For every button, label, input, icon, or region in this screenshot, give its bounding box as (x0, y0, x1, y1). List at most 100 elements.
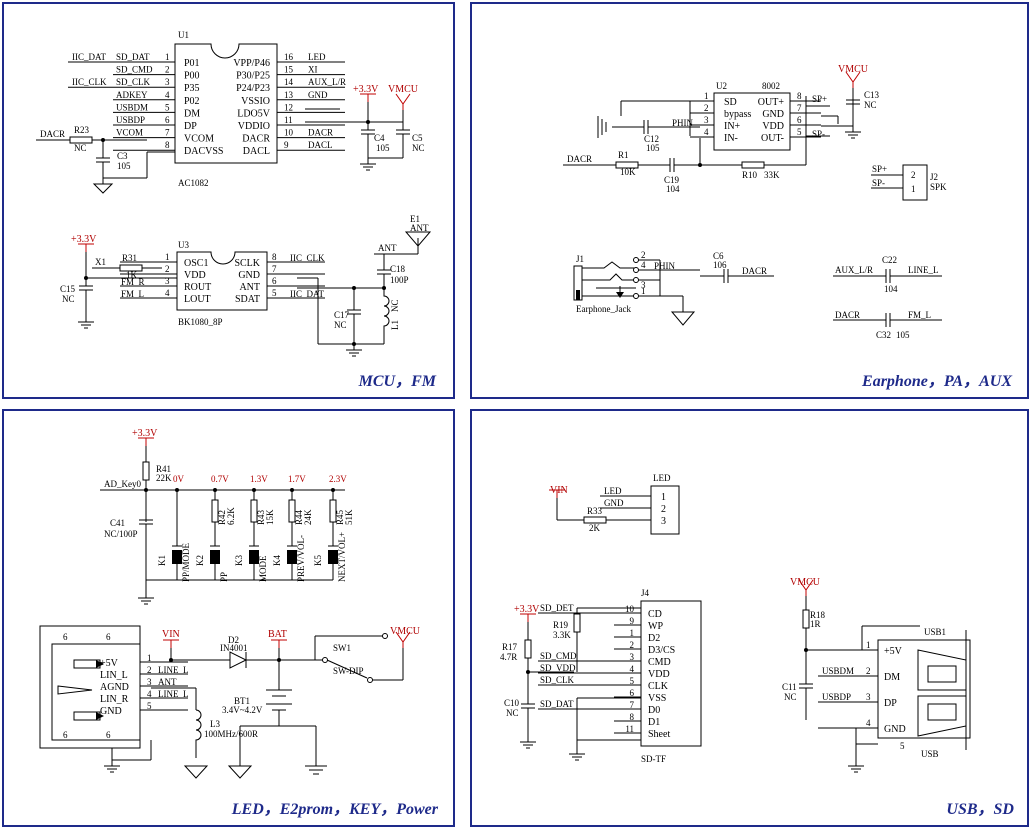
u2-pin-num: 8 (797, 91, 802, 101)
c22-val: 104 (884, 284, 898, 294)
j4-pin-name: CMD (648, 657, 671, 668)
u2-pin-num: 5 (797, 127, 802, 137)
u3-pin-name: VDD (184, 270, 206, 281)
r41-val: 22K (156, 473, 172, 483)
e1-val: ANT (410, 223, 429, 233)
u3-bk1080: U3 BK1080_8P 1OSC12VDD3ROUTFM_R4LOUTFM_L… (120, 240, 325, 327)
j4-rail-33: +3.3V (514, 604, 540, 615)
u2-pin-num: 3 (704, 115, 709, 125)
j4-pin-name: D0 (648, 705, 660, 716)
u1-pin-net: DACL (308, 140, 333, 150)
r18-ref: R18 (810, 610, 826, 620)
u1-supply-network: +3.3V VMCU C4 105 C5 NC (305, 84, 425, 171)
u2-part: 8002 (762, 81, 780, 91)
u3-rail-33: +3.3V (71, 234, 97, 245)
u3-ref: U3 (178, 240, 189, 250)
l1-val: NC (390, 299, 400, 312)
panel-usb-frame (470, 409, 1029, 827)
u1-pin-ext-net: IIC_DAT (72, 52, 106, 62)
c41-val: NC/100P (104, 529, 138, 539)
u1-pin-name: P35 (184, 83, 200, 94)
j4-pin-num: 3 (630, 652, 635, 662)
key-switch-label: PREV/VOL- (296, 535, 306, 582)
u1-pin-num: 14 (284, 77, 294, 87)
u1-pin-name: DACVSS (184, 146, 223, 157)
fm-antenna-network: C17 NC L1 NC C18 100P ANT E1 ANT (297, 214, 432, 357)
l3-ref: L3 (210, 719, 220, 729)
panel-mcu-title: MCU，FM (358, 373, 437, 390)
u3-pin-num: 5 (272, 288, 277, 298)
j3-pin-num: 3 (147, 677, 152, 687)
j4-pin-net: SD_CMD (540, 651, 577, 661)
u1-pin-num: 13 (284, 90, 294, 100)
u2-pin-name: SD (724, 97, 737, 108)
u3-pin-name: LOUT (184, 294, 211, 305)
j4-pin-num: 7 (630, 700, 635, 710)
led-pin-net: LED (604, 486, 622, 496)
u1-pin-name: DP (184, 121, 197, 132)
panel-mcu-frame (2, 2, 455, 399)
u3-pin-net: FM_L (121, 289, 144, 299)
c17-ref: C17 (334, 310, 350, 320)
usb-pin-net: USBDP (822, 692, 851, 702)
c22-coupling: AUX_L/R LINE_L C22 104 (833, 255, 942, 294)
j4-pin-num: 11 (625, 724, 634, 734)
c12-ref: C12 (644, 134, 659, 144)
u3-pin-net: FM_R (121, 277, 145, 287)
j3-pin-name: AGND (100, 682, 129, 693)
u2-pin-name: OUT- (761, 133, 784, 144)
c19-ref: C19 (664, 175, 680, 185)
adkey-net: AD_Key0 (104, 479, 141, 489)
u3-pin-net: IIC_DAT (290, 289, 324, 299)
j3-pin-num: 5 (147, 701, 152, 711)
bt1-ref: BT1 (234, 696, 250, 706)
panel-key-title: LED，E2prom，KEY，Power (231, 801, 439, 818)
j2-body (902, 164, 928, 201)
r23-net: DACR (40, 129, 65, 139)
usb-pin-name: GND (884, 724, 906, 735)
u1-vcom-network: DACR R23 NC C3 105 (36, 125, 175, 194)
j1-val: Earphone_Jack (576, 304, 631, 314)
u1-pin-num: 3 (165, 77, 170, 87)
r1-net: DACR (567, 154, 592, 164)
u3-pin-num: 2 (165, 264, 170, 274)
r10-val: 33K (764, 170, 780, 180)
c32-coupling: DACR FM_L C32 105 (833, 310, 942, 340)
c5-ref: C5 (412, 133, 423, 143)
r31-ref: R31 (122, 253, 137, 263)
u3-body (176, 251, 268, 311)
key-resistor-ref: R43 (256, 509, 266, 525)
j4-pin-net: SD_CLK (540, 675, 575, 685)
u3-pin-name: OSC1 (184, 258, 208, 269)
usb1-shield: 5 (900, 741, 905, 751)
key-switch-ref: K2 (195, 555, 205, 566)
j1-pin-b: 4 (641, 260, 646, 270)
key-switch-ref: K1 (157, 555, 167, 566)
u1-pin-net: SD_CMD (116, 65, 153, 75)
u3-part: BK1080_8P (178, 317, 223, 327)
r17-ref: R17 (502, 642, 518, 652)
led-pin-num: 2 (661, 504, 666, 515)
j4-pin-name: CLK (648, 681, 669, 692)
j3-pin-num: 2 (147, 665, 152, 675)
u1-pin-net: LED (308, 52, 326, 62)
j4-ref: J4 (641, 588, 650, 598)
r31-x1-net: X1 (95, 257, 106, 267)
r1-val: 10K (620, 167, 636, 177)
usb1-part: USB (921, 749, 939, 759)
key-resistor-val: 24K (303, 509, 313, 525)
panel-usb-title: USB，SD (946, 801, 1014, 818)
usb-pin-name: DP (884, 698, 897, 709)
u2-pin-name: OUT+ (758, 97, 785, 108)
u1-ref: U1 (178, 30, 189, 40)
r18-val: 1R (810, 619, 821, 629)
pwr-rail-bat: BAT (268, 629, 287, 640)
r1-ref: R1 (618, 150, 629, 160)
u1-rail-vmcu: VMCU (388, 84, 419, 95)
j4-pin-name: D3/CS (648, 645, 675, 656)
u1-pin-name: VSSIO (241, 96, 270, 107)
u1-pin-num: 6 (165, 115, 170, 125)
u3-supply-network: +3.3V C15 NC X1 R31 1K (60, 234, 177, 329)
u1-pin-net: SD_CLK (116, 77, 151, 87)
